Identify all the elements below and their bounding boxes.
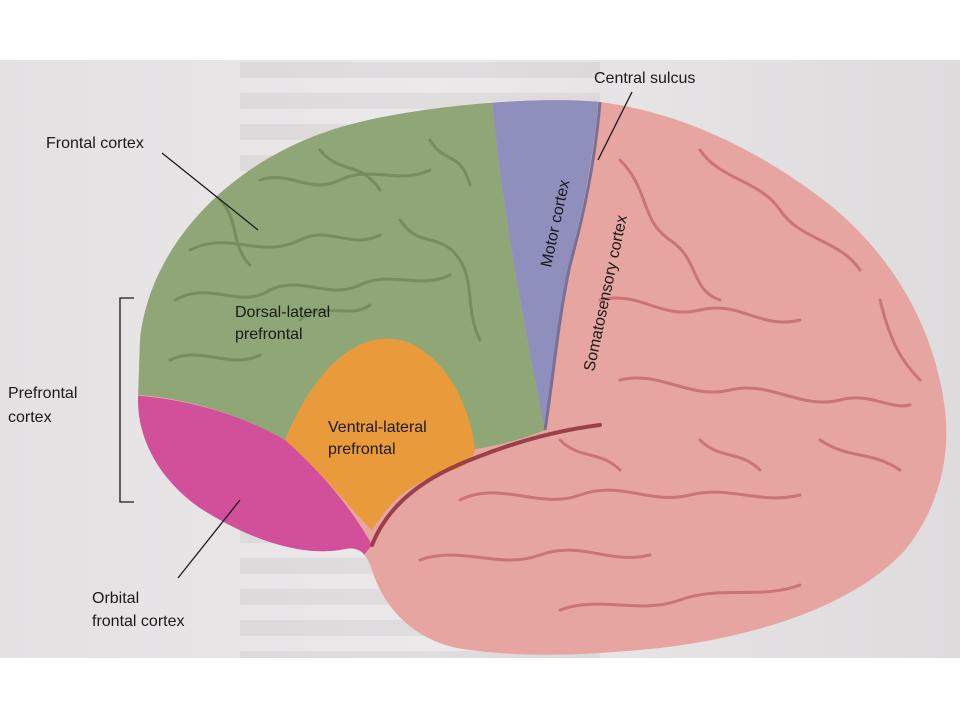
ventral-lateral-region	[285, 338, 475, 530]
orbital-frontal-region	[138, 395, 372, 561]
orbital-leader	[177, 499, 241, 579]
dorsal-lateral-label-line1: Dorsal-lateral	[235, 304, 330, 321]
leader-lines	[119, 91, 633, 579]
prefrontal-bracket	[119, 297, 134, 503]
frontal-cortex-label: Frontal cortex	[46, 135, 144, 152]
frontal-cortex-leader	[161, 152, 259, 231]
prefrontal-cortex-label-line2: cortex	[8, 409, 52, 426]
central-sulcus-groove	[543, 101, 602, 431]
central-sulcus-leader	[597, 91, 633, 161]
orbital-frontal-label-line1: Orbital	[92, 590, 139, 607]
ventral-lateral-label-line1: Ventral-lateral	[328, 419, 427, 436]
motor-cortex-region	[490, 100, 600, 430]
dorsal-lateral-label-line2: prefrontal	[235, 326, 303, 343]
gyri-folds	[168, 138, 482, 362]
sulci-folds	[418, 148, 922, 612]
prefrontal-cortex-label-line1: Prefrontal	[8, 385, 77, 402]
orbital-frontal-label-line2: frontal cortex	[92, 613, 184, 630]
ventral-lateral-label-line2: prefrontal	[328, 441, 396, 458]
lateral-fissure	[370, 423, 602, 547]
brain	[138, 100, 947, 655]
central-sulcus-label: Central sulcus	[594, 70, 695, 87]
